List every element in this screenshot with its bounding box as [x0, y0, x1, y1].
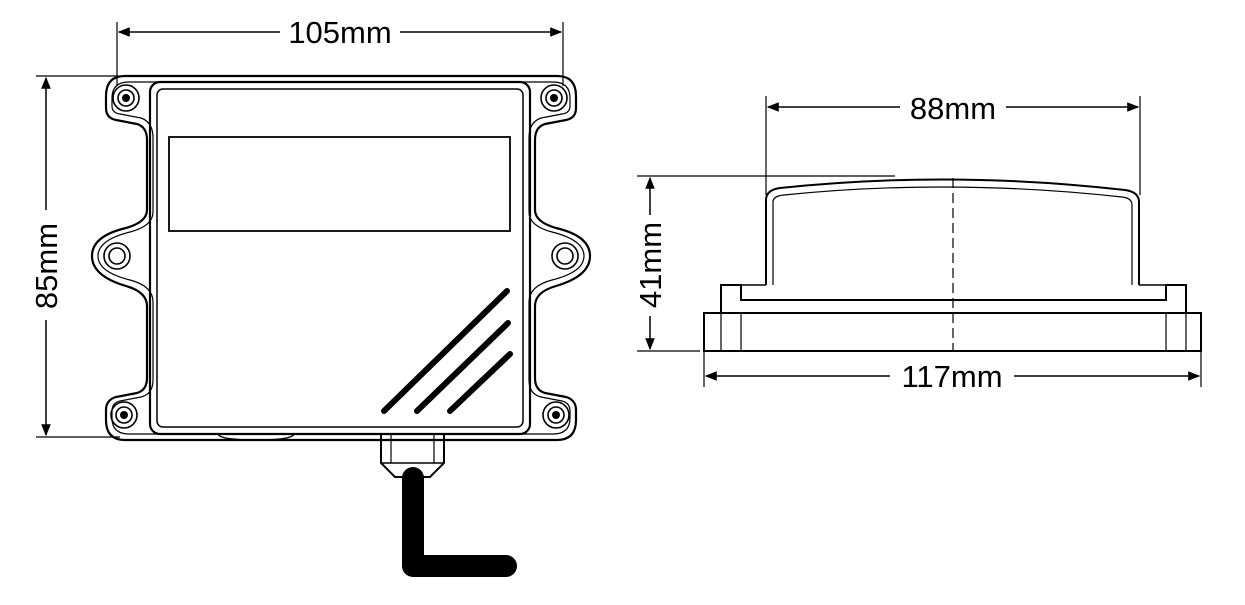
- mounting-hole-mid-right: [551, 242, 579, 270]
- diagonal-stripe-3: [447, 351, 513, 414]
- cable: [402, 467, 517, 577]
- mounting-hole-bottom-right: [542, 401, 570, 429]
- mounting-hole-top-right: [540, 84, 568, 112]
- mounting-hole-top-left: [112, 84, 140, 112]
- dim-105-label: 105mm: [288, 15, 391, 50]
- display-window: [168, 136, 511, 232]
- side-cover: [765, 178, 1140, 285]
- dim-85-label: 85mm: [29, 223, 64, 309]
- side-view: 88mm 41mm 117mm: [633, 91, 1202, 394]
- dim-41-label: 41mm: [633, 222, 668, 308]
- front-cover: [148, 80, 532, 436]
- diagonal-stripe-2: [414, 320, 511, 414]
- front-housing-outline: [90, 74, 592, 442]
- mounting-hole-mid-left: [103, 242, 131, 270]
- mounting-hole-bottom-left: [110, 401, 138, 429]
- dim-88-label: 88mm: [910, 91, 996, 126]
- side-cover-inner: [772, 186, 1133, 285]
- front-housing-inner-outline: [97, 81, 585, 435]
- bottom-tab: [217, 433, 295, 441]
- front-cover-inner: [156, 88, 524, 428]
- front-view: 105mm 85mm: [29, 15, 592, 577]
- diagonal-stripe-1: [381, 288, 510, 414]
- dim-117-label: 117mm: [901, 359, 1002, 394]
